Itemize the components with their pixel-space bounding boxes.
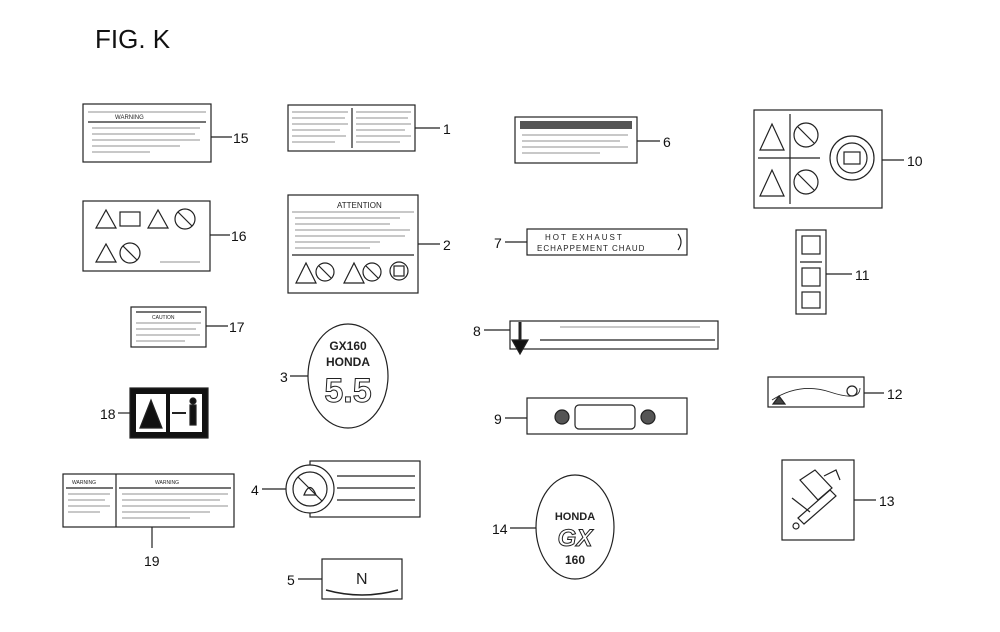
callout-1: 1 <box>443 121 451 137</box>
emblem-14-series: GX <box>558 525 595 552</box>
callout-8: 8 <box>473 323 481 339</box>
label-1 <box>287 104 416 152</box>
label-19-warning: WARNING WARNING <box>62 473 235 528</box>
label-16-pictograms <box>82 200 211 272</box>
emblem-3-brand: HONDA <box>326 355 370 369</box>
emblem-14-model: 160 <box>565 553 585 567</box>
emblem-3-model: GX160 <box>329 339 367 353</box>
label-13-fuel <box>781 459 855 541</box>
callout-9: 9 <box>494 411 502 427</box>
emblem-3-rating: 5.5 <box>324 372 371 410</box>
callout-13: 13 <box>879 493 895 509</box>
callout-19: 19 <box>144 553 160 569</box>
label-7-hot-exhaust: HOT EXHAUST ECHAPPEMENT CHAUD <box>526 228 688 256</box>
emblem-14: HONDA GX 160 <box>535 474 615 580</box>
label-4 <box>285 460 421 518</box>
callout-17: 17 <box>229 319 245 335</box>
label-19-heading-right: WARNING <box>155 480 179 486</box>
callout-15: 15 <box>233 130 249 146</box>
callout-18: 18 <box>100 406 116 422</box>
callout-2: 2 <box>443 237 451 253</box>
label-6 <box>514 116 638 164</box>
callout-14: 14 <box>492 521 508 537</box>
label-5-symbol: N <box>356 571 368 588</box>
callout-6: 6 <box>663 134 671 150</box>
label-12 <box>767 376 865 408</box>
callout-3: 3 <box>280 369 288 385</box>
callout-11: 11 <box>855 267 870 283</box>
label-7-line2: ECHAPPEMENT CHAUD <box>537 244 645 253</box>
callout-5: 5 <box>287 572 295 588</box>
label-18-pictogram <box>129 387 209 439</box>
emblem-14-brand: HONDA <box>555 511 595 523</box>
figure-title: FIG. K <box>95 24 171 54</box>
label-15-warning: WARNING <box>82 103 212 163</box>
label-19-heading-left: WARNING <box>72 480 96 486</box>
label-7-line1: HOT EXHAUST <box>545 233 624 242</box>
callout-12: 12 <box>887 386 903 402</box>
callout-10: 10 <box>907 153 923 169</box>
callout-7: 7 <box>494 235 502 251</box>
label-2-attention: ATTENTION <box>287 194 419 294</box>
label-17-caution: CAUTION <box>130 306 207 348</box>
callout-16: 16 <box>231 228 247 244</box>
label-8-strip <box>509 320 719 356</box>
label-11 <box>795 229 827 315</box>
callout-4: 4 <box>251 482 259 498</box>
label-15-heading: WARNING <box>115 115 144 121</box>
label-9-strip <box>526 397 688 435</box>
label-17-heading: CAUTION <box>152 315 175 321</box>
label-10-pictograms <box>753 109 883 209</box>
label-2-heading: ATTENTION <box>337 201 382 210</box>
label-5-neutral: N <box>321 558 403 600</box>
emblem-3: GX160 HONDA 5.5 <box>307 323 389 429</box>
